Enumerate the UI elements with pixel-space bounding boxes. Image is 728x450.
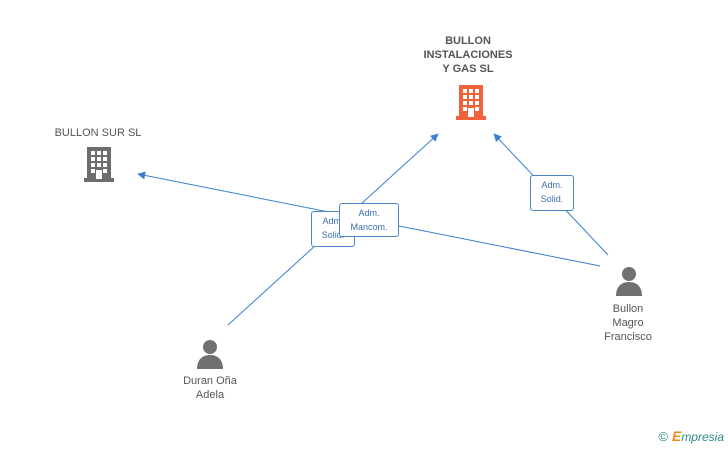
edge-label-magro-to-instalaciones[interactable]: Adm. Solid. [530,175,574,211]
person-label-duran[interactable]: Duran Oña Adela [183,375,237,401]
company-label-bullon-sur[interactable]: BULLON SUR SL [54,127,142,139]
copyright-icon: © [658,429,668,444]
person-label-bullon-magro[interactable]: Bullon Magro Francisco [604,303,652,343]
company-label-bullon-instalaciones[interactable]: BULLON INSTALACIONES Y GAS SL [423,35,513,75]
person-icon[interactable] [195,339,225,369]
edge-label-duran-to-instalaciones[interactable]: Adm. Mancom. [339,203,399,237]
brand-logo-letter: E [671,428,682,444]
building-icon[interactable] [84,146,114,182]
brand-watermark: ©Empresia [658,428,724,444]
building-icon[interactable] [456,84,486,120]
brand-name: mpresia [681,430,724,444]
person-icon[interactable] [614,266,644,296]
